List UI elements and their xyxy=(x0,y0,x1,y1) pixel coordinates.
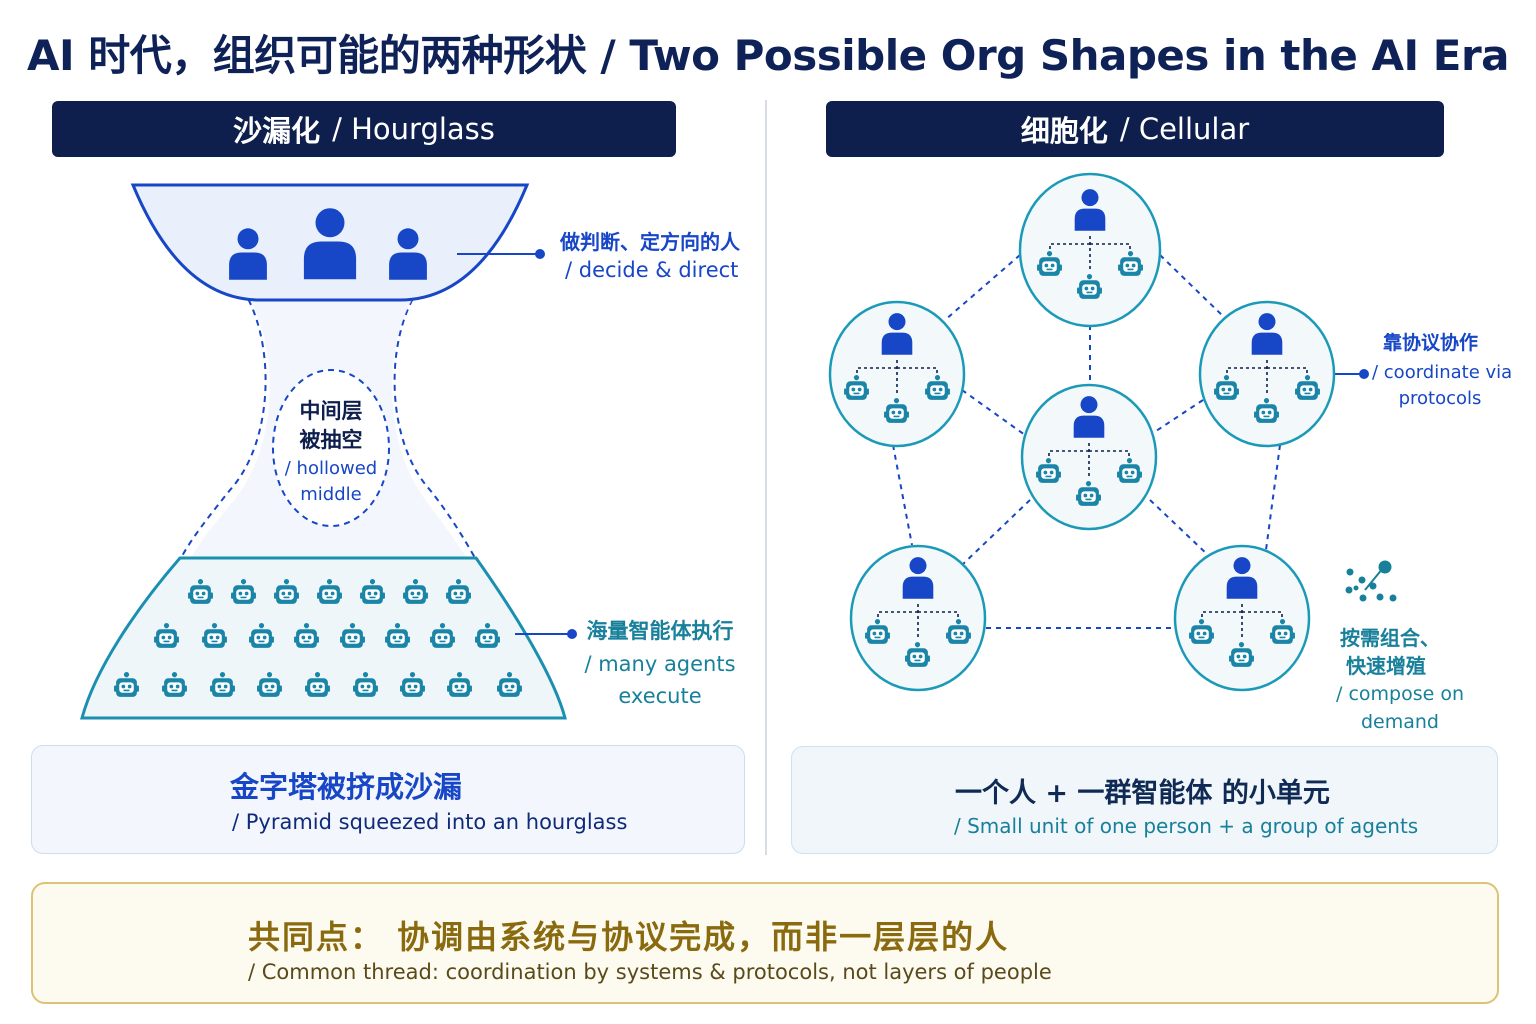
hourglass-card-title: 金字塔被挤成沙漏 xyxy=(230,770,463,804)
bottom-label-en-1: / many agents xyxy=(584,652,736,676)
page-title: AI 时代，组织可能的两种形状 / Two Possible Org Shape… xyxy=(26,31,1510,80)
common-thread-title: 共同点： 协调由系统与协议完成，而非一层层的人 xyxy=(248,918,1010,956)
cellular-header-en: / Cellular xyxy=(1119,112,1250,146)
hourglass-header-cn: 沙漏化 xyxy=(233,114,321,148)
cell-unit-icon xyxy=(849,544,987,692)
hourglass-header: 沙漏化 / Hourglass xyxy=(52,101,676,157)
compose-label-cn-1: 按需组合、 xyxy=(1340,626,1440,650)
bottom-label-en-2: execute xyxy=(618,684,702,708)
middle-label-en-1: / hollowed xyxy=(284,458,378,479)
cellular-card-title: 一个人 + 一群智能体 的小单元 xyxy=(955,778,1330,809)
common-thread-card: 共同点： 协调由系统与协议完成，而非一层层的人 / Common thread:… xyxy=(31,882,1499,1004)
cell-unit-icon xyxy=(828,300,966,448)
cell-unit-icon xyxy=(1173,544,1311,692)
bottom-label-cn: 海量智能体执行 xyxy=(586,619,734,643)
compose-label-en-2: demand xyxy=(1360,711,1439,733)
hollow-middle-ellipse xyxy=(272,369,390,527)
middle-label-cn-1: 中间层 xyxy=(299,399,363,423)
cell-unit-icon xyxy=(1020,383,1158,531)
protocol-label-cn: 靠协议协作 xyxy=(1382,332,1478,354)
cell-network-links xyxy=(892,254,1362,629)
hourglass-summary-card: 金字塔被挤成沙漏 / Pyramid squeezed into an hour… xyxy=(31,745,745,854)
hourglass-header-en: / Hourglass xyxy=(332,112,495,146)
hourglass-card-sub: / Pyramid squeezed into an hourglass xyxy=(232,810,628,834)
top-label-en: / decide & direct xyxy=(565,258,739,282)
top-label-cn: 做判断、定方向的人 xyxy=(560,230,740,254)
molecule-icon xyxy=(1345,560,1397,602)
compose-label-cn-2: 快速增殖 xyxy=(1346,654,1426,678)
cellular-header-cn: 细胞化 xyxy=(1020,114,1108,148)
protocol-label-en-2: protocols xyxy=(1398,388,1482,409)
cellular-header: 细胞化 / Cellular xyxy=(826,101,1444,157)
cellular-summary-card: 一个人 + 一群智能体 的小单元 / Small unit of one per… xyxy=(791,746,1498,854)
protocol-label-en-1: / coordinate via xyxy=(1372,362,1513,383)
middle-label-en-2: middle xyxy=(300,484,362,505)
cellular-card-sub: / Small unit of one person + a group of … xyxy=(954,814,1419,838)
cell-unit-icon xyxy=(1198,300,1336,448)
panel-divider xyxy=(765,100,767,855)
compose-label-en-1: / compose on xyxy=(1336,683,1464,705)
common-thread-sub: / Common thread: coordination by systems… xyxy=(248,960,1052,984)
cell-units xyxy=(828,172,1336,692)
middle-label-cn-2: 被抽空 xyxy=(299,428,363,452)
cell-unit-icon xyxy=(1018,172,1162,328)
